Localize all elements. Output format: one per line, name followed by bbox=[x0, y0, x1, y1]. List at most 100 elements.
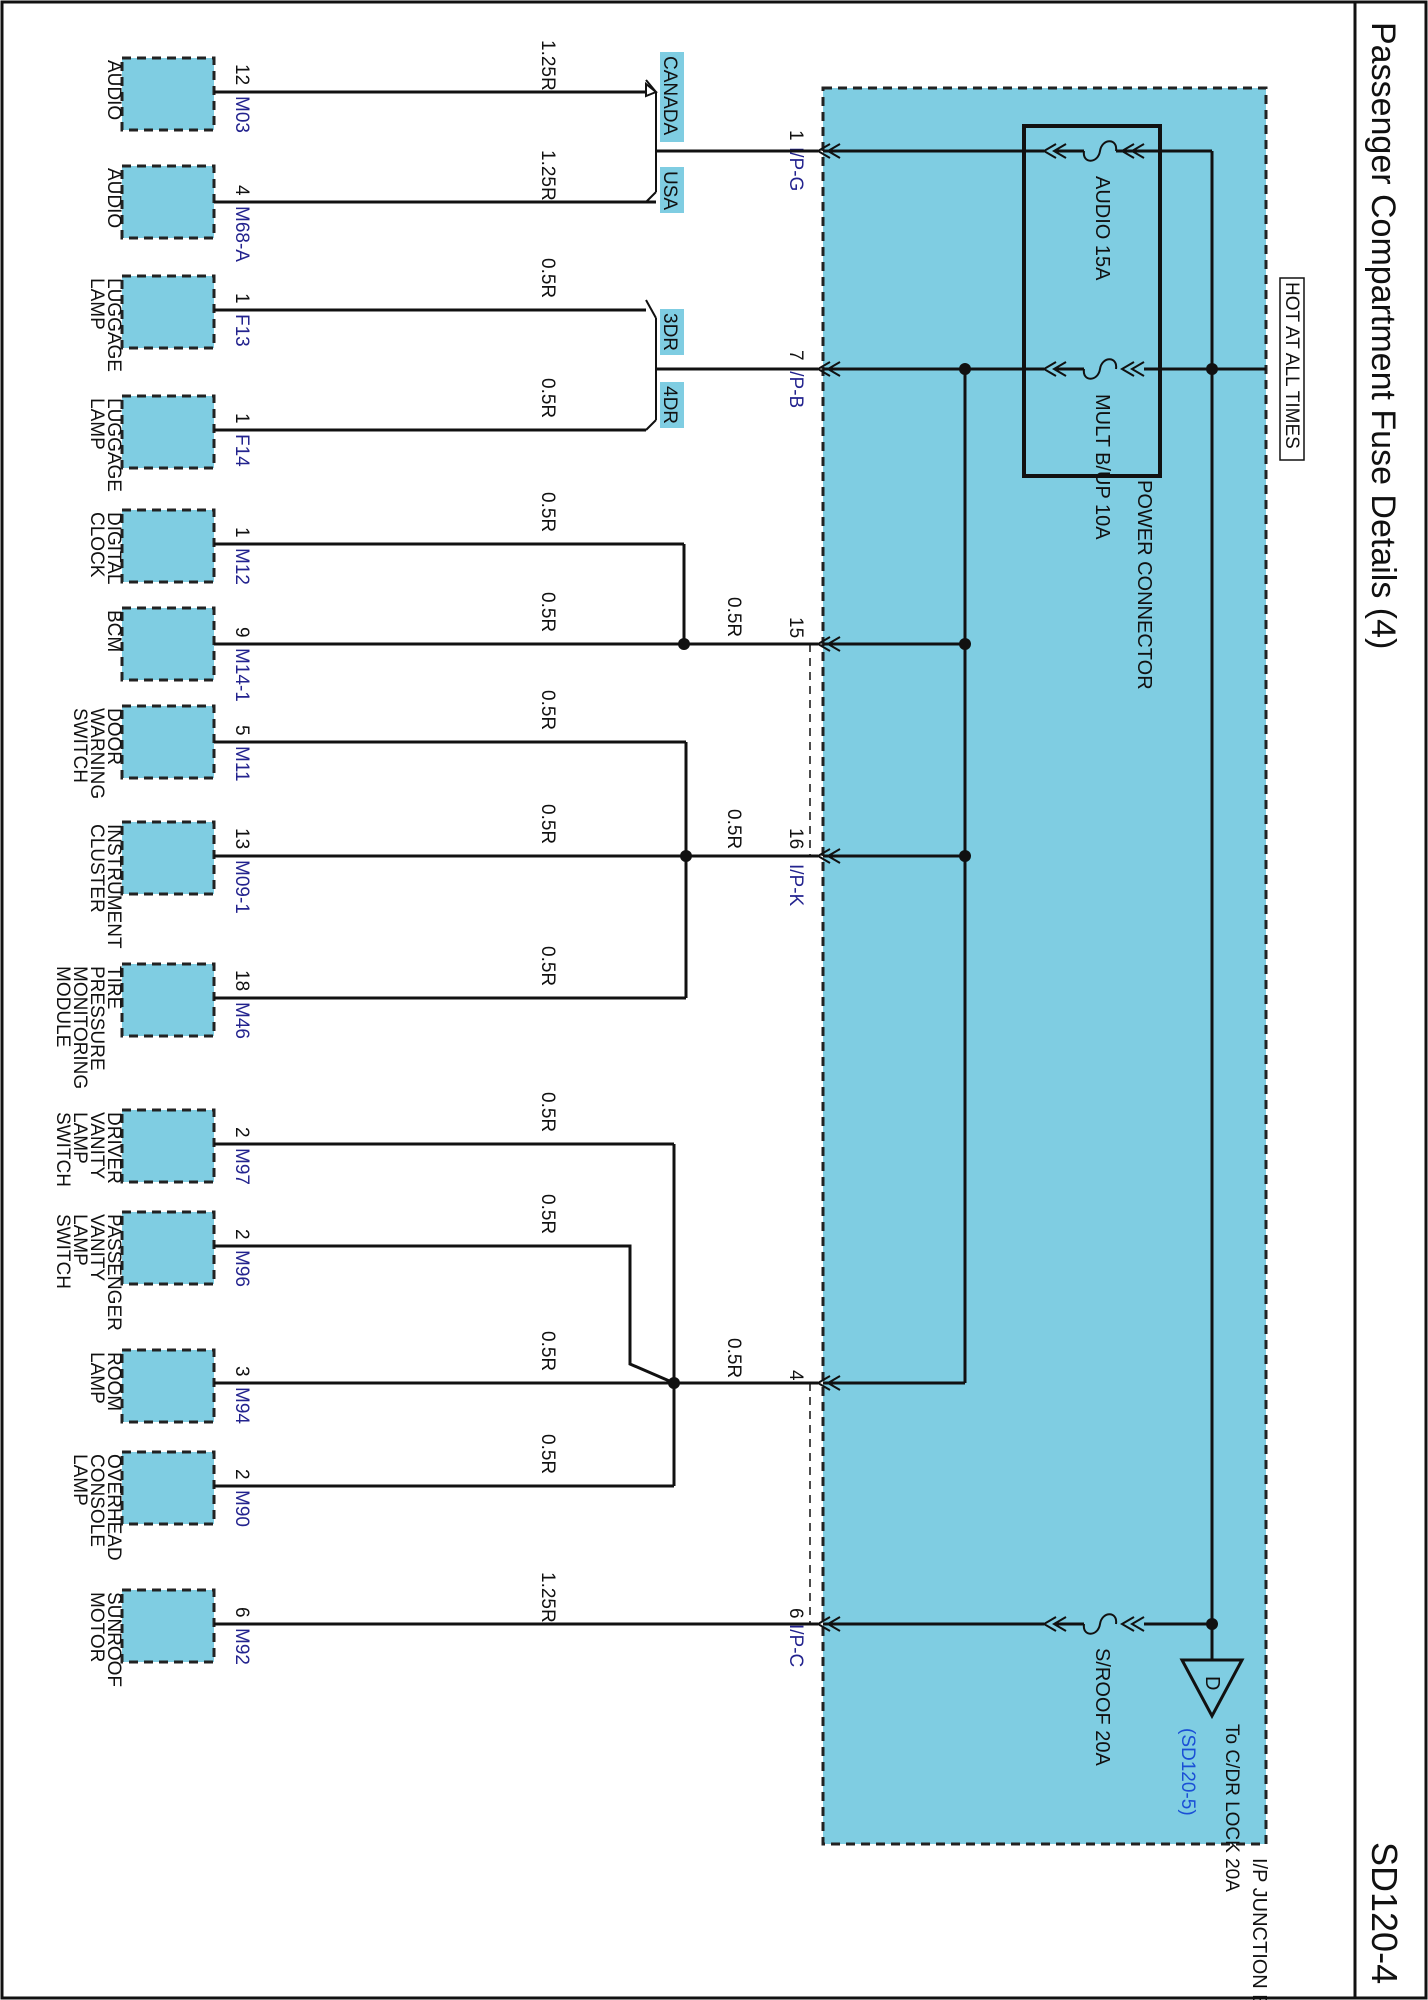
component-name: LAMP bbox=[69, 1454, 90, 1506]
component-name: BCM bbox=[103, 610, 124, 652]
page-code: SD120-4 bbox=[1364, 1842, 1405, 1984]
box-pin-4: 4 bbox=[785, 1370, 806, 1381]
component-connector: F13 bbox=[231, 314, 252, 347]
hot-label-box bbox=[1279, 277, 1305, 461]
svg-text:POWER CONNECTOR: POWER CONNECTOR bbox=[1133, 480, 1155, 690]
component-pin: 6 bbox=[231, 1607, 252, 1618]
option-usa-bg bbox=[660, 167, 684, 213]
box-pin-16-connector: I/P-K bbox=[785, 864, 806, 907]
component-pin: 3 bbox=[231, 1366, 252, 1377]
component-pin: 4 bbox=[231, 185, 252, 196]
component-box bbox=[120, 394, 216, 470]
component-name: VANITY bbox=[86, 1214, 107, 1282]
option-4dr: 4DR bbox=[659, 386, 680, 424]
component-box bbox=[120, 1348, 216, 1424]
component-name: PASSENGER bbox=[103, 1214, 124, 1331]
component-connector: M03 bbox=[231, 96, 252, 133]
component-name: MOTOR bbox=[86, 1592, 107, 1662]
component-name: WARNING bbox=[86, 708, 107, 799]
component-name: OVERHEAD bbox=[103, 1454, 124, 1561]
component-name: AUDIO bbox=[103, 168, 124, 228]
option-canada-bg bbox=[660, 52, 684, 142]
component-name: DRIVER bbox=[103, 1112, 124, 1184]
component-connector: M46 bbox=[231, 1002, 252, 1039]
fuse-audio-label: AUDIO 15A bbox=[1091, 176, 1113, 281]
component-pin: 2 bbox=[231, 1127, 252, 1138]
component-connector: M92 bbox=[231, 1628, 252, 1665]
component-connector: M12 bbox=[231, 548, 252, 585]
component-connector: M11 bbox=[231, 746, 252, 782]
wire-size-label: 1.25R bbox=[537, 40, 558, 91]
component-name: LAMP bbox=[86, 278, 107, 330]
reference-triangle bbox=[1179, 1658, 1245, 1720]
component-name: INSTRUMENT bbox=[103, 824, 124, 949]
wire-size-label: 1.25R bbox=[537, 150, 558, 201]
component-name: ROOM bbox=[103, 1352, 124, 1411]
component-connector: M90 bbox=[231, 1490, 252, 1527]
wire-size-label: 0.5R bbox=[537, 1194, 558, 1234]
component-connector: M14-1 bbox=[231, 648, 252, 702]
reference-page-link[interactable]: (SD120-5) bbox=[1177, 1728, 1198, 1816]
wire-size-label: 0.5R bbox=[723, 1338, 744, 1378]
pin4-wiring bbox=[222, 1142, 818, 1488]
component-name: LAMP bbox=[86, 1352, 107, 1404]
wire-size-label: 0.5R bbox=[723, 597, 744, 637]
component-box bbox=[120, 1210, 216, 1286]
component-connector: M97 bbox=[231, 1148, 252, 1185]
component-name: CONSOLE bbox=[86, 1454, 107, 1547]
component-pin: 9 bbox=[231, 627, 252, 638]
components: 12M031.25RAUDIO4M68-A1.25RAUDIO1F130.5RL… bbox=[52, 40, 558, 1687]
luggage-option-wiring bbox=[222, 299, 818, 432]
component-name: PRESSURE bbox=[86, 966, 107, 1071]
option-canada: CANADA bbox=[659, 56, 680, 136]
component-box bbox=[120, 164, 216, 240]
wire-size-label: 1.25R bbox=[537, 1572, 558, 1623]
component-pin: 12 bbox=[231, 64, 252, 85]
component-pin: 2 bbox=[231, 1229, 252, 1240]
fuse-mult-bup bbox=[823, 358, 1212, 380]
component-name: SWITCH bbox=[52, 1112, 73, 1187]
wire-size-label: 0.5R bbox=[537, 592, 558, 632]
component-box bbox=[120, 1450, 216, 1526]
bus-junction bbox=[1206, 1618, 1218, 1630]
component-name: LUGGAGE bbox=[103, 398, 124, 492]
component-box bbox=[120, 274, 216, 350]
component-name: AUDIO bbox=[103, 60, 124, 120]
component-connector: F14 bbox=[231, 434, 252, 467]
component-name: LAMP bbox=[69, 1214, 90, 1266]
box-pin-6: 6 bbox=[785, 1608, 806, 1619]
power-connector-label: POWER CONNECTOR bbox=[1133, 480, 1155, 690]
wire-size-label: 0.5R bbox=[723, 809, 744, 849]
component-connector: M09-1 bbox=[231, 860, 252, 914]
component-box bbox=[120, 962, 216, 1038]
component-name: TIRE bbox=[103, 966, 124, 1009]
pin15-wiring bbox=[222, 542, 818, 650]
box-pin-1-connector: I/P-G bbox=[785, 147, 806, 191]
component-name: LAMP bbox=[69, 1112, 90, 1164]
box-pin-1: 1 bbox=[785, 130, 806, 141]
wire-size-label: 0.5R bbox=[537, 378, 558, 418]
component-pin: 5 bbox=[231, 725, 252, 736]
component-name: LUGGAGE bbox=[103, 278, 124, 372]
wire-size-label: 0.5R bbox=[537, 1331, 558, 1371]
option-3dr: 3DR bbox=[659, 313, 680, 351]
wire-size-label: 0.5R bbox=[537, 690, 558, 730]
component-name: MODULE bbox=[52, 966, 73, 1047]
svg-text:I/P JUNCTION BOX: I/P JUNCTION BOX bbox=[1248, 1858, 1270, 2000]
fuse-sroof bbox=[823, 1613, 1145, 1635]
wire-size-label: 0.5R bbox=[537, 804, 558, 844]
ip-junction-box bbox=[821, 86, 1268, 1846]
hot-at-all-times-label: HOT AT ALL TIMES bbox=[1281, 282, 1302, 449]
wire-size-label: 0.5R bbox=[537, 1434, 558, 1474]
component-name: LAMP bbox=[86, 398, 107, 450]
wire-size-label: 0.5R bbox=[537, 258, 558, 298]
power-connector bbox=[1022, 124, 1162, 478]
component-box bbox=[120, 1108, 216, 1184]
wire-size-label: 0.5R bbox=[537, 492, 558, 532]
component-name: CLUSTER bbox=[86, 824, 107, 913]
component-name: CLOCK bbox=[86, 512, 107, 578]
page-title: Passenger Compartment Fuse Details (4) bbox=[1364, 22, 1402, 649]
component-box bbox=[120, 606, 216, 682]
